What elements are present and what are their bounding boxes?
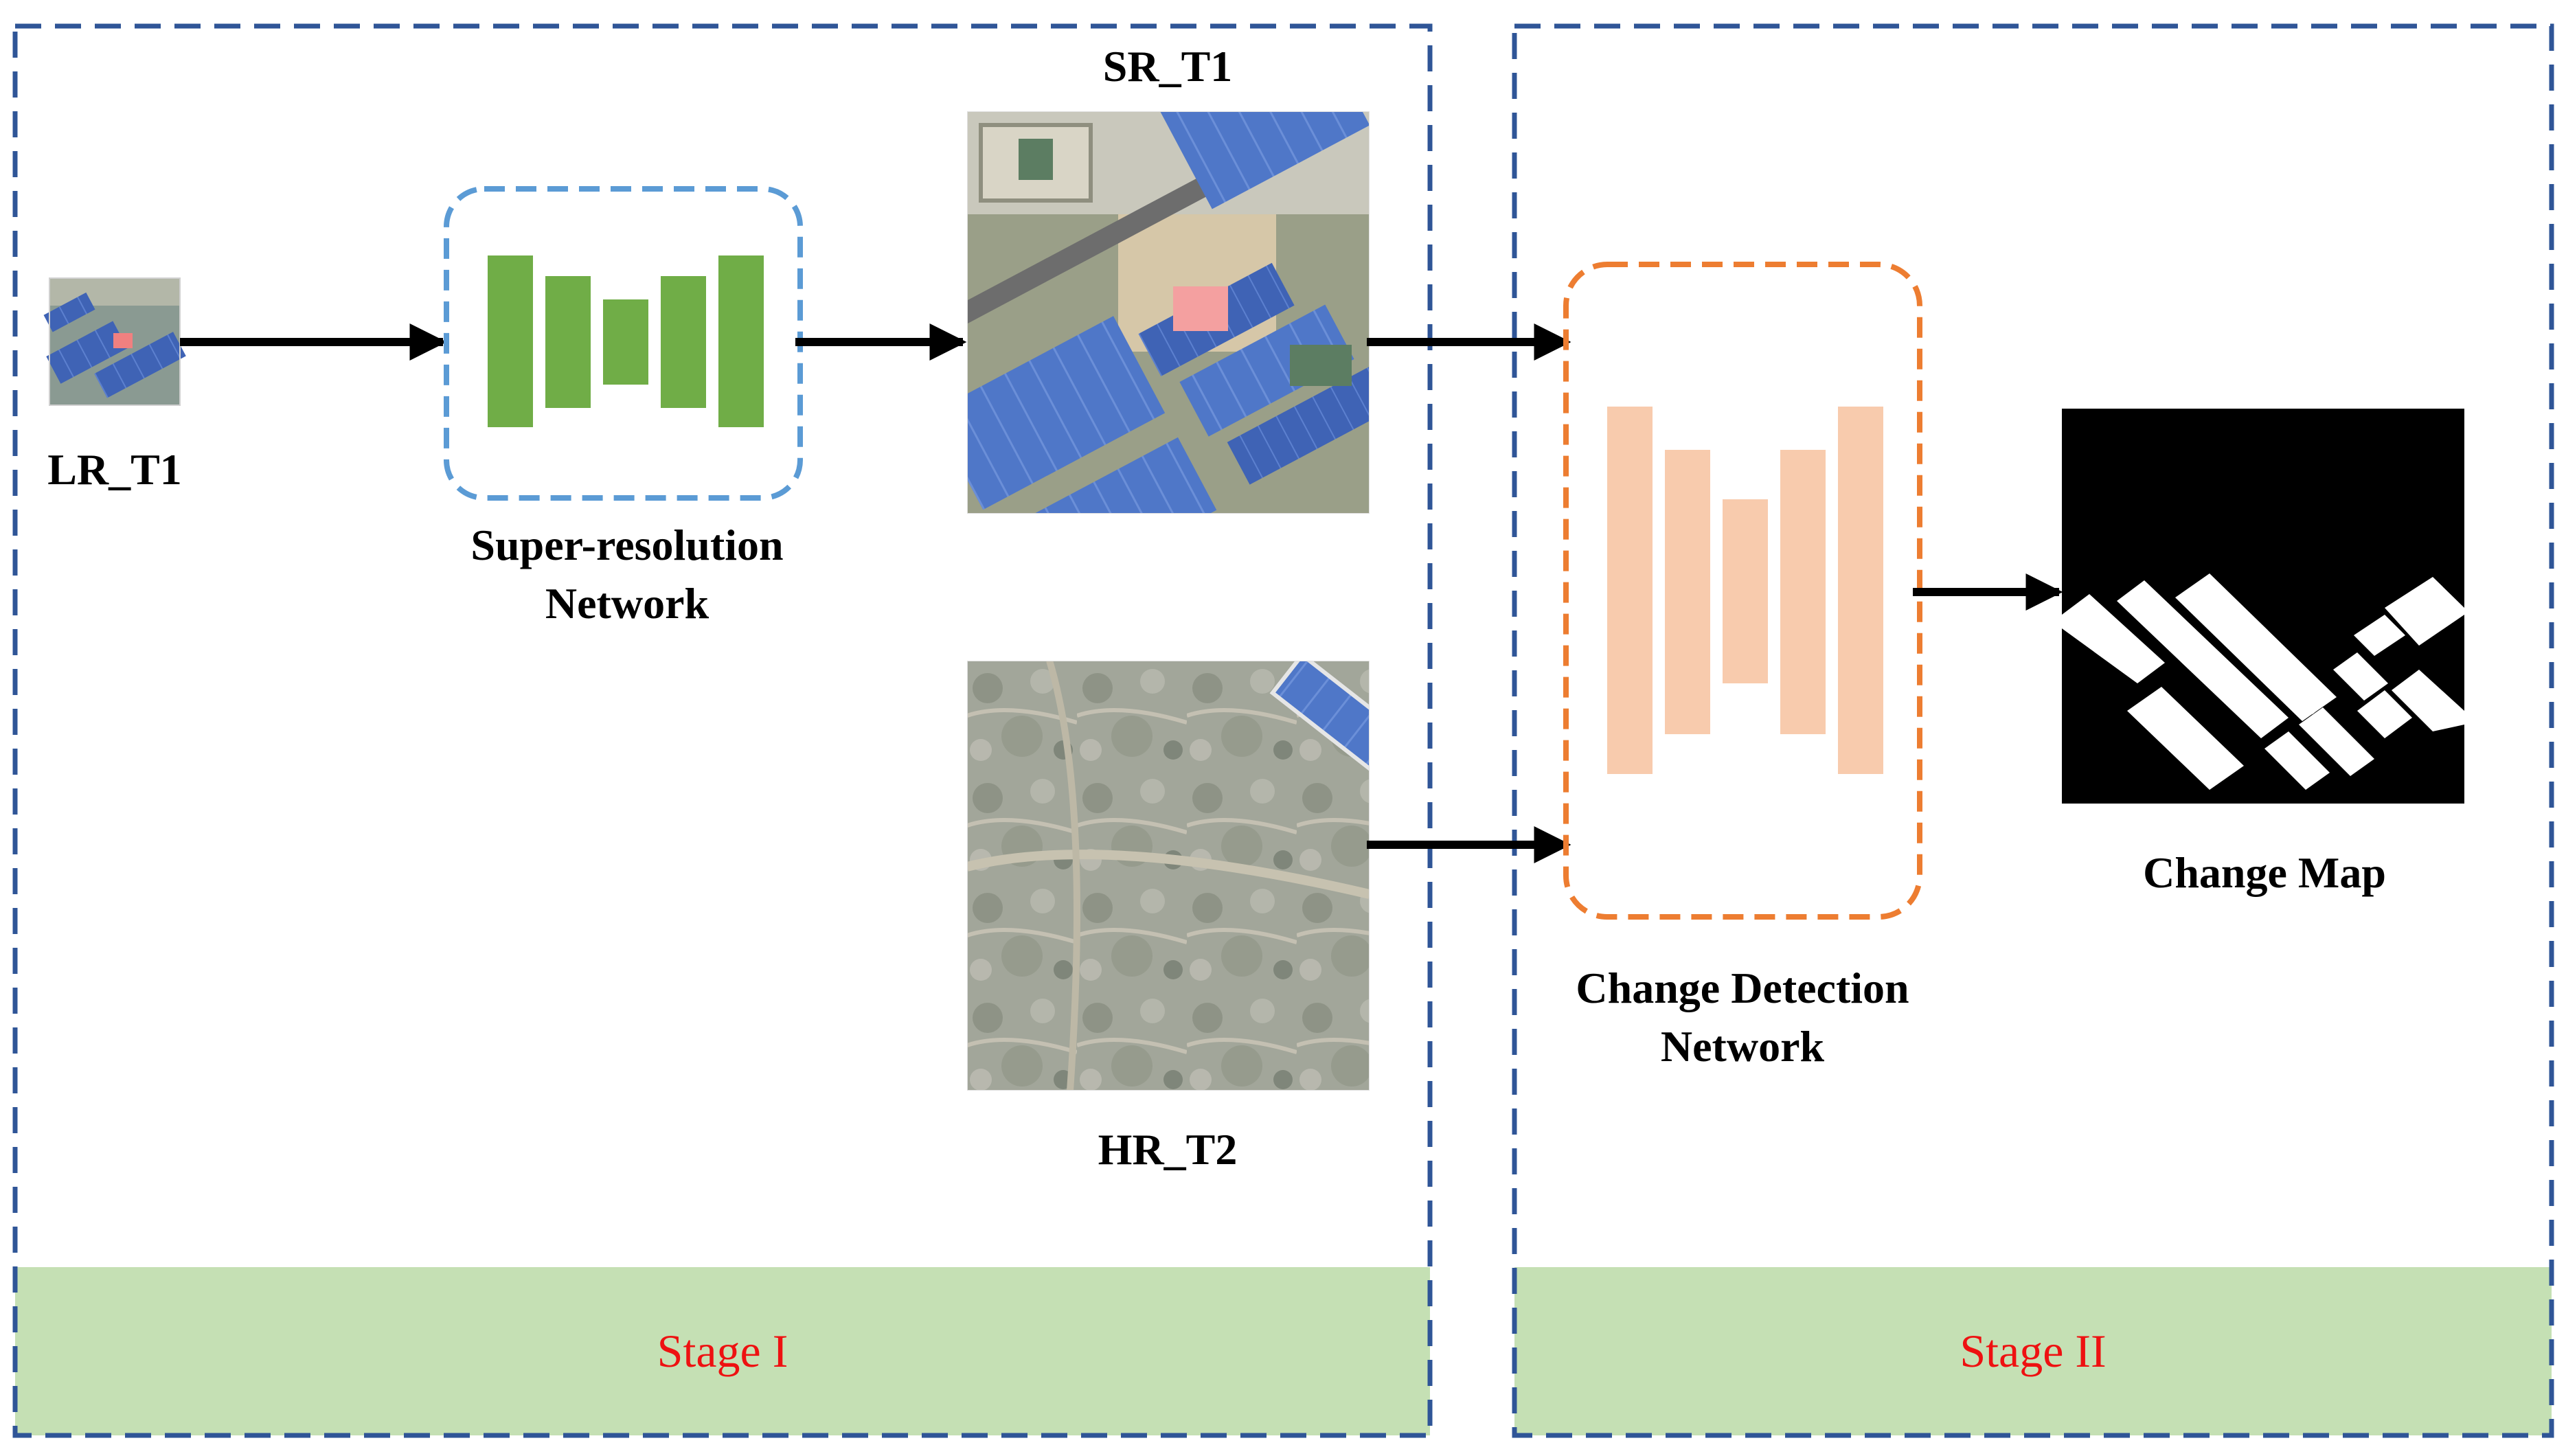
cd-block-5 (1838, 407, 1883, 774)
sr-block-3 (603, 299, 648, 385)
sr-network-label-line2: Network (545, 579, 709, 628)
stage-2-border (1512, 23, 2554, 1438)
sr-block-4 (661, 276, 706, 408)
sr-block-1 (488, 255, 533, 427)
sr-block-2 (545, 276, 591, 408)
stage-2-label: Stage II (1960, 1325, 2106, 1377)
sr-block-5 (718, 255, 764, 427)
cd-network-label-line2: Network (1661, 1022, 1825, 1071)
lr-t1-label: LR_T1 (47, 445, 182, 494)
stage-1-band (15, 1267, 1430, 1435)
stage-2-panel: Stage II (1512, 23, 2554, 1438)
change-map-label: Change Map (2143, 848, 2386, 897)
stage-2-band (1514, 1267, 2552, 1435)
stage-1-border (12, 23, 1433, 1438)
stage-1-panel: Stage I (12, 23, 1433, 1438)
cd-network-box (1563, 262, 1922, 920)
cd-block-3 (1723, 499, 1768, 683)
cd-block-4 (1780, 450, 1826, 734)
hr-t2-image (967, 661, 1370, 1091)
stage-1-label: Stage I (657, 1325, 788, 1377)
sr-network-box (444, 186, 803, 501)
lr-t1-image (43, 277, 186, 406)
cd-network-label-line1: Change Detection (1576, 964, 1909, 1012)
sr-network-label-line1: Super-resolution (470, 521, 783, 569)
hr-t2-label: HR_T2 (1098, 1125, 1238, 1174)
change-map-image (2062, 409, 2464, 804)
cd-block-2 (1665, 450, 1710, 734)
sr-t1-image (967, 111, 1370, 514)
sr-t1-label: SR_T1 (1103, 42, 1233, 91)
cd-block-1 (1607, 407, 1653, 774)
